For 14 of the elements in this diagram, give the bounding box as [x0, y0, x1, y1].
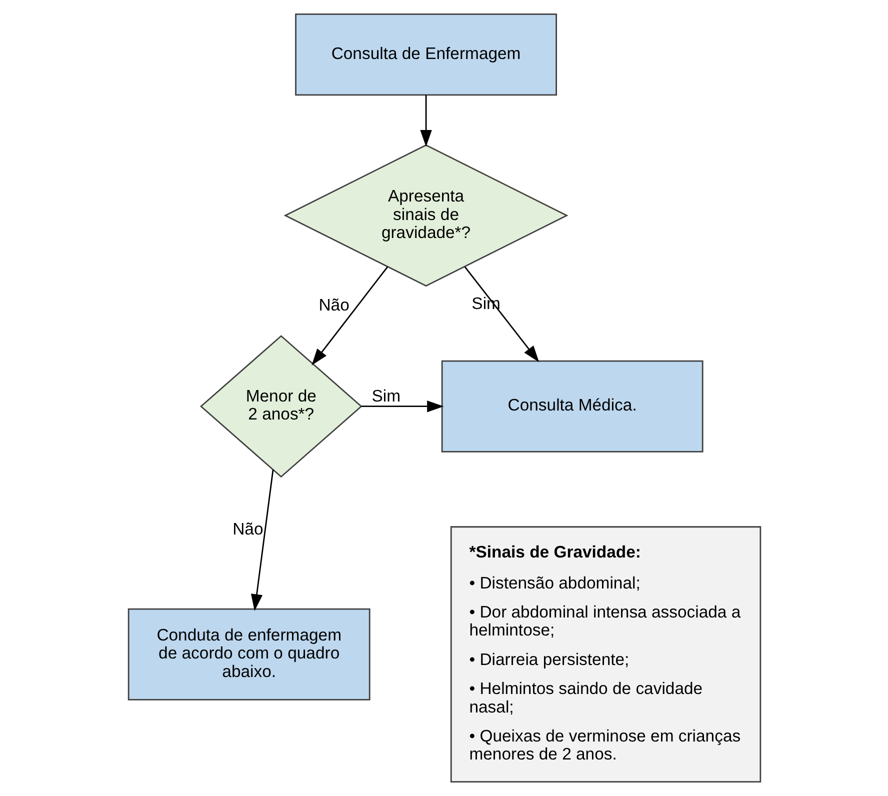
node-box: Consulta Médica.: [440, 360, 703, 452]
arrow: [250, 470, 274, 611]
node-box: *Sinais de Gravidade: • Distensão abdominal; • Dor abdominal intensa associada a helmintose; • Diarreia persistente; • Helmintos saindo de cavidade nasal; • Queixas de verminose em crianças menores de 2 anos.: [450, 526, 761, 783]
node-diamond: Menor de 2 anos*?: [199, 335, 362, 478]
arrow: [311, 266, 388, 366]
arrow: [420, 95, 432, 147]
node-diamond: Apresenta sinais de gravidade*?: [283, 144, 568, 287]
arrow: [464, 266, 539, 362]
edge-label: Sim: [371, 386, 400, 406]
node-box: Consulta de Enfermagem: [294, 13, 556, 96]
edge-label: Não: [232, 520, 263, 539]
edge-label: Não: [318, 296, 349, 315]
arrow: [360, 400, 444, 412]
node-box: Conduta de enfermagem de acordo com o quadro abaixo.: [127, 608, 370, 700]
